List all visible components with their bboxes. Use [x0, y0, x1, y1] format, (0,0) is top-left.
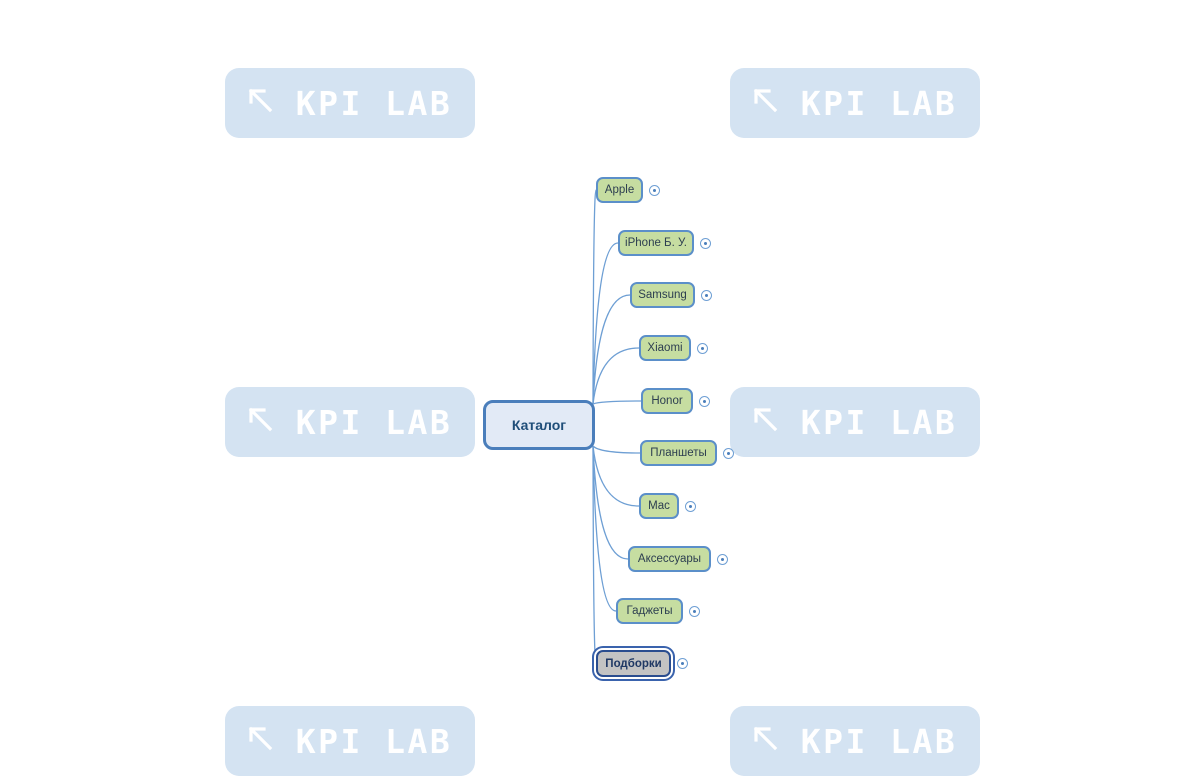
watermark-1: KPI LAB — [225, 68, 475, 138]
expand-toggle-icon-3[interactable] — [701, 289, 712, 301]
mindmap-edge-1 — [592, 189, 597, 405]
watermark-5: KPI LAB — [225, 706, 475, 776]
expand-toggle-icon-1[interactable] — [649, 184, 660, 196]
mindmap-edge-10 — [592, 445, 597, 665]
watermark-text: KPI LAB — [800, 83, 958, 123]
mindmap-root-label: Каталог — [511, 417, 567, 433]
mindmap-node-4[interactable]: Xiaomi — [639, 335, 691, 361]
watermark-3: KPI LAB — [225, 387, 475, 457]
mindmap-node-label: Honor — [651, 395, 683, 407]
mindmap-root-node[interactable]: Каталог — [483, 400, 595, 450]
arrow-up-left-icon — [753, 726, 777, 751]
expand-toggle-icon-10[interactable] — [677, 658, 688, 669]
expand-toggle-icon-4[interactable] — [697, 342, 708, 354]
arrow-up-left-icon — [248, 407, 272, 432]
expand-toggle-icon-7[interactable] — [685, 500, 696, 512]
arrow-up-left-icon — [753, 88, 777, 113]
mindmap-edge-3 — [592, 294, 631, 405]
mindmap-node-label: Apple — [604, 184, 635, 196]
mindmap-edge-7 — [592, 445, 640, 507]
mindmap-node-label: Samsung — [638, 289, 687, 301]
watermark-6: KPI LAB — [730, 706, 980, 776]
mindmap-node-label: iPhone Б. У. — [625, 237, 687, 249]
mindmap-node-label: Аксессуары — [637, 553, 702, 565]
mindmap-node-1[interactable]: Apple — [596, 177, 643, 203]
expand-toggle-icon-5[interactable] — [699, 395, 710, 407]
watermark-text: KPI LAB — [800, 721, 958, 761]
expand-toggle-icon-6[interactable] — [723, 447, 734, 459]
mindmap-edge-8 — [592, 445, 629, 560]
mindmap-node-7[interactable]: Mac — [639, 493, 679, 519]
mindmap-edge-6 — [592, 445, 641, 454]
arrow-up-left-icon — [248, 88, 272, 113]
mindmap-node-label: Гаджеты — [626, 605, 673, 617]
mindmap-node-label: Подборки — [605, 657, 662, 670]
mindmap-edge-2 — [592, 242, 619, 405]
mindmap-edge-5 — [592, 400, 642, 405]
watermark-4: KPI LAB — [730, 387, 980, 457]
mindmap-node-3[interactable]: Samsung — [630, 282, 695, 308]
mindmap-node-label: Mac — [648, 500, 670, 512]
watermark-text: KPI LAB — [295, 402, 453, 442]
watermark-text: KPI LAB — [295, 83, 453, 123]
mindmap-node-6[interactable]: Планшеты — [640, 440, 717, 466]
watermark-text: KPI LAB — [800, 402, 958, 442]
arrow-up-left-icon — [248, 726, 272, 751]
mindmap-node-9[interactable]: Гаджеты — [616, 598, 683, 624]
arrow-up-left-icon — [753, 407, 777, 432]
mindmap-edge-9 — [592, 445, 617, 612]
mindmap-edge-4 — [592, 347, 640, 405]
watermark-text: KPI LAB — [295, 721, 453, 761]
expand-toggle-icon-8[interactable] — [717, 553, 728, 565]
mindmap-node-8[interactable]: Аксессуары — [628, 546, 711, 572]
mindmap-node-5[interactable]: Honor — [641, 388, 693, 414]
expand-toggle-icon-9[interactable] — [689, 605, 700, 617]
mindmap-node-10[interactable]: Подборки — [596, 650, 671, 677]
expand-toggle-icon-2[interactable] — [700, 237, 711, 249]
mindmap-node-label: Планшеты — [650, 447, 707, 459]
mindmap-node-label: Xiaomi — [647, 342, 683, 354]
mindmap-node-2[interactable]: iPhone Б. У. — [618, 230, 694, 256]
watermark-2: KPI LAB — [730, 68, 980, 138]
